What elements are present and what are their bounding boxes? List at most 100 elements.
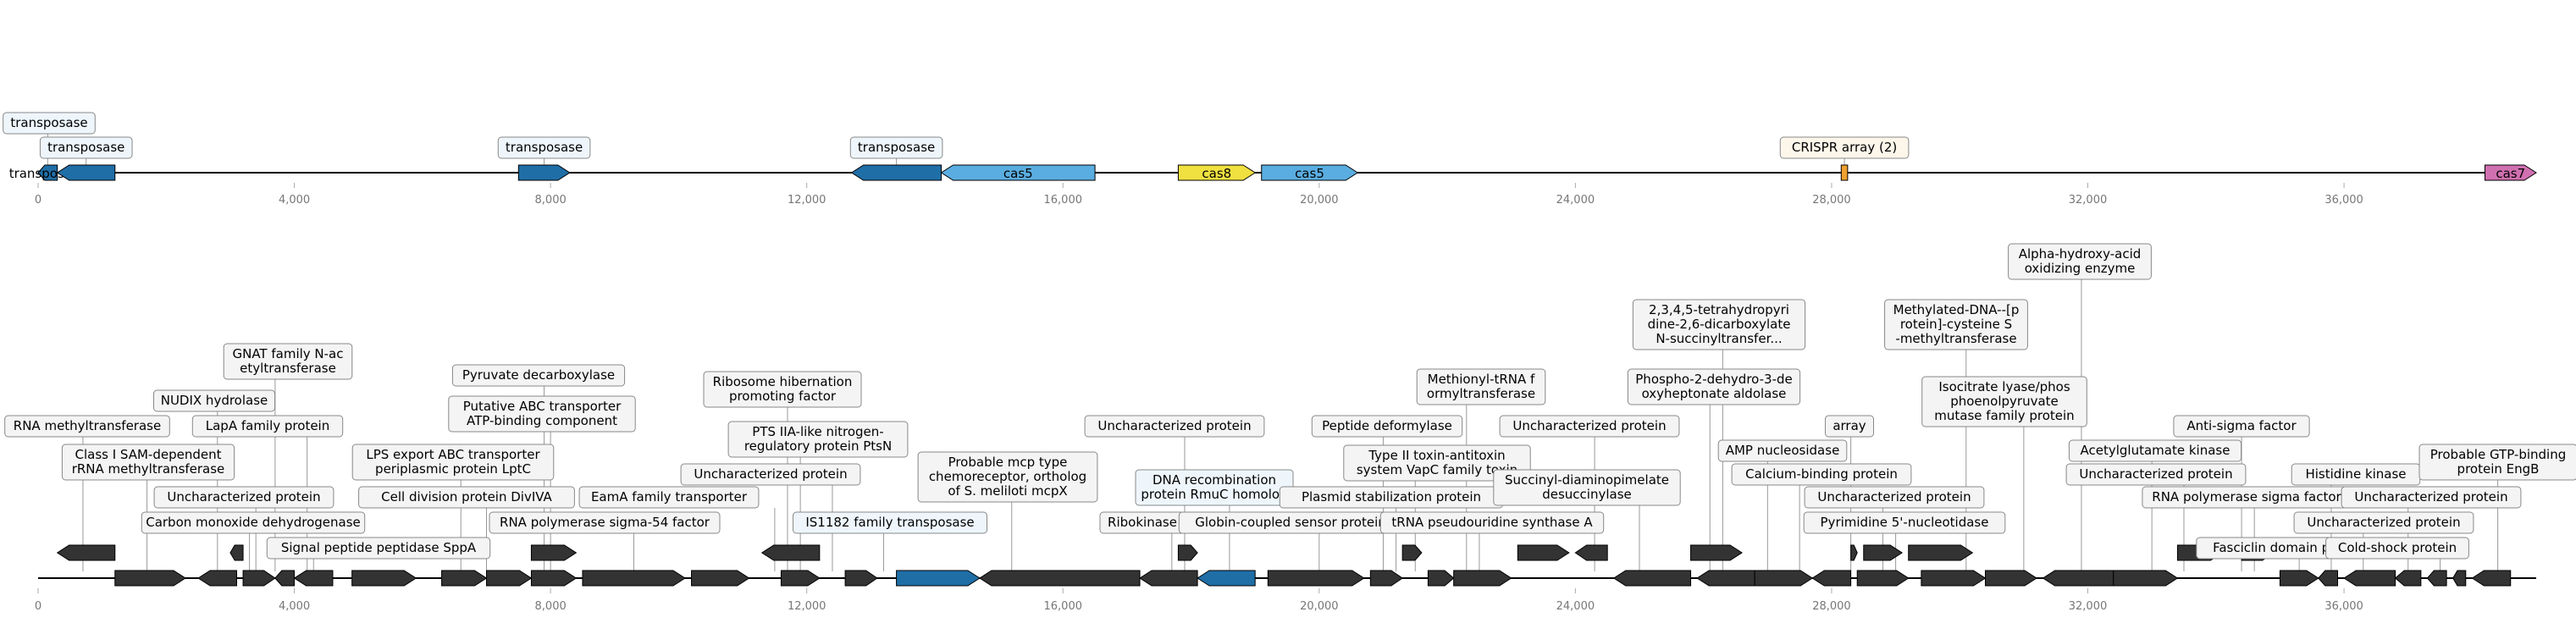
gene-arrow	[517, 164, 571, 181]
callout-line: -methyltransferase	[1895, 331, 2016, 346]
callout-box	[448, 395, 636, 433]
callout-line: Histidine kinase	[2305, 466, 2406, 482]
callout-box	[351, 444, 555, 481]
axis-tick-label: 20,000	[1300, 194, 1339, 207]
callout-box	[153, 486, 334, 509]
callout-line: rotein]-cysteine S	[1900, 317, 2012, 332]
callout-line: Alpha-hydroxy-acid	[2019, 246, 2142, 262]
gene-arrow	[56, 544, 116, 561]
gene-arrow	[1139, 570, 1198, 587]
callout-line: etyltransferase	[240, 361, 336, 376]
callout-line: Uncharacterized protein	[2307, 515, 2460, 530]
callout-line: NUDIX hydrolase	[161, 393, 268, 408]
callout-text: CRISPR array (2)	[1792, 140, 1897, 155]
gene-arrow	[114, 570, 186, 587]
axis-tick-label: 32,000	[2069, 194, 2108, 207]
callout-box	[917, 451, 1098, 503]
gene-arrow	[582, 570, 686, 587]
callout-line: Carbon monoxide dehydrogenase	[146, 515, 361, 530]
callout-line: dine-2,6-dicarboxylate	[1648, 317, 1791, 332]
callout-line: Methylated-DNA--[p	[1893, 302, 2020, 317]
callout-box	[497, 136, 591, 159]
callout-box	[1499, 415, 1680, 438]
gene-arrow-label: cas5	[1003, 166, 1033, 181]
callout-text: Carbon monoxide dehydrogenase	[146, 515, 361, 530]
gene-arrow	[1984, 570, 2037, 587]
callout-box	[1884, 299, 2028, 350]
callout-text: LapA family protein	[206, 418, 329, 433]
callout-line: transposase	[10, 115, 87, 130]
callout-box	[1717, 439, 1848, 462]
gene-arrow	[485, 570, 533, 587]
gene-arrow	[1177, 164, 1257, 181]
callout-box	[2293, 511, 2474, 534]
callout-box	[1343, 444, 1531, 482]
callout-text: Uncharacterized protein	[167, 489, 320, 504]
gene-arrow	[1261, 164, 1359, 181]
callout-line: transposase	[506, 140, 583, 155]
gene-arrow	[1863, 544, 1904, 561]
gene-arrow	[1690, 544, 1743, 561]
axis-tick-label: 36,000	[2324, 600, 2363, 613]
gene-arrow	[1197, 570, 1256, 587]
callout-line: rRNA methyltransferase	[72, 461, 225, 477]
gene-arrow	[37, 164, 58, 181]
gene-arrow	[1612, 570, 1692, 587]
callout-box	[1632, 299, 1806, 350]
callout-line: Probable mcp type	[948, 455, 1068, 470]
callout-line: Uncharacterized protein	[694, 466, 847, 482]
axis-tick-label: 4,000	[279, 194, 310, 207]
callout-box	[1921, 376, 2087, 427]
callout-line: LapA family protein	[206, 418, 329, 433]
gene-arrow	[1517, 544, 1570, 561]
callout-box	[61, 444, 235, 481]
gene-arrow	[940, 164, 1096, 181]
callout-text: transposase	[506, 140, 583, 155]
gene-arrow	[1908, 544, 1974, 561]
callout-line: Anti-sigma factor	[2186, 418, 2297, 433]
callout-box	[2065, 463, 2247, 486]
callout-text: EamA family transporter	[591, 489, 748, 504]
callout-line: Globin-coupled sensor protein	[1195, 515, 1386, 530]
gene-arrow	[293, 570, 334, 587]
callout-box	[4, 415, 170, 438]
callout-line: Uncharacterized protein	[167, 489, 320, 504]
gene-arrow	[530, 544, 578, 561]
callout-line: Pyruvate decarboxylase	[462, 367, 615, 383]
callout-line: Type II toxin-antitoxin	[1368, 448, 1505, 463]
gene-arrow	[274, 570, 296, 587]
axis-tick-label: 24,000	[1556, 600, 1595, 613]
gene-arrow	[1754, 570, 1814, 587]
callout-text: Plasmid stabilization protein	[1302, 489, 1481, 504]
callout-box	[358, 486, 575, 509]
axis-tick-label: 0	[35, 600, 41, 613]
callout-line: Acetylglutamate kinase	[2081, 443, 2231, 458]
gene-arrow	[844, 570, 878, 587]
callout-box	[1803, 511, 2006, 534]
callout-text: Cold-shock protein	[2338, 540, 2457, 555]
gene-arrow	[978, 570, 1141, 587]
callout-text: transposase	[858, 140, 935, 155]
axis-tick-label: 24,000	[1556, 194, 1595, 207]
callout-line: chemoreceptor, ortholog	[929, 469, 1086, 484]
callout-line: GNAT family N-ac	[232, 346, 343, 361]
callout-line: Putative ABC transporter	[463, 399, 622, 414]
gene-arrow	[1177, 544, 1198, 561]
callout-text: transposase	[10, 115, 87, 130]
axis-tick-label: 36,000	[2324, 194, 2363, 207]
gene-arrow	[242, 570, 276, 587]
callout-line: ormyltransferase	[1427, 386, 1535, 401]
callout-box	[39, 136, 133, 159]
gene-arrow	[530, 570, 578, 587]
callout-text: Uncharacterized protein	[1097, 418, 1251, 433]
gene-arrow	[780, 570, 821, 587]
callout-line: Methionyl-tRNA f	[1428, 372, 1535, 387]
